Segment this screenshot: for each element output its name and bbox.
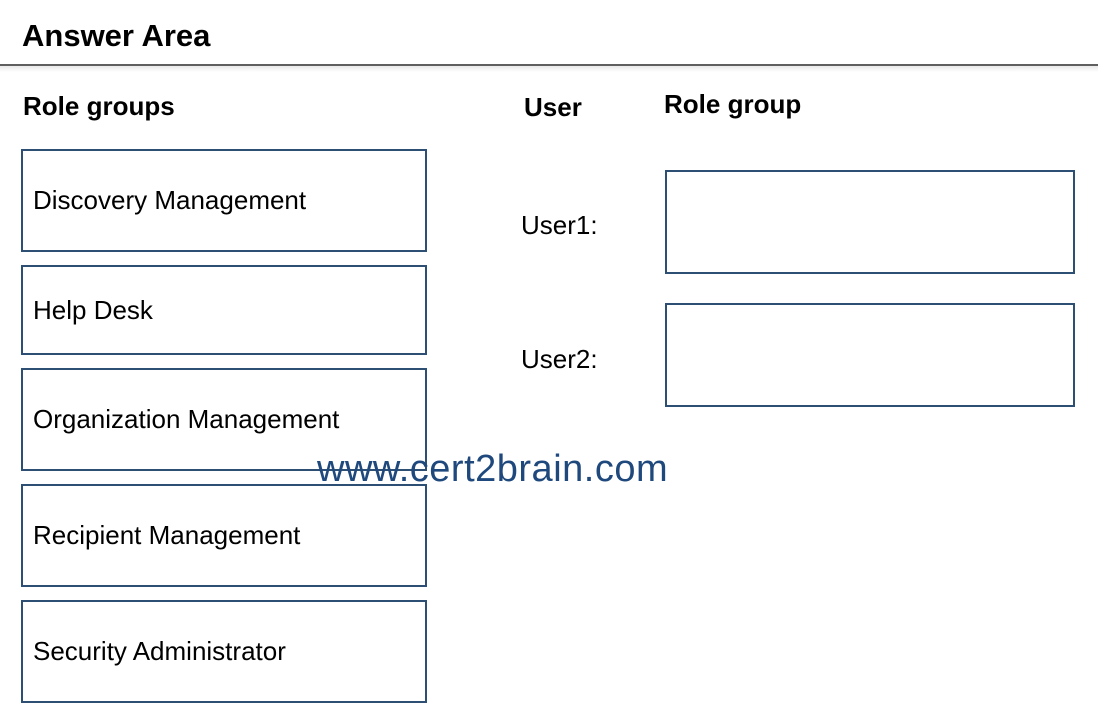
role-group-label: Help Desk: [33, 294, 153, 325]
role-group-label: Recipient Management: [33, 520, 301, 550]
role-group-label: Security Administrator: [33, 636, 286, 666]
user1-role-group-drop-target[interactable]: [665, 170, 1075, 274]
user-heading: User: [524, 92, 582, 122]
role-groups-heading: Role groups: [23, 91, 175, 121]
user1-label: User1:: [521, 210, 598, 240]
role-group-label: Organization Management: [33, 404, 340, 434]
user2-label: User2:: [521, 344, 598, 374]
role-group-discovery-management[interactable]: Discovery Management: [21, 149, 427, 252]
watermark-text: www.cert2brain.com: [317, 448, 669, 490]
role-group-security-administrator[interactable]: Security Administrator: [21, 600, 427, 703]
user2-role-group-drop-target[interactable]: [665, 303, 1075, 407]
header-divider: [0, 64, 1098, 66]
role-group-recipient-management[interactable]: Recipient Management: [21, 484, 427, 587]
header-divider-shadow: [0, 66, 1098, 72]
role-group-help-desk[interactable]: Help Desk: [21, 265, 427, 355]
role-group-organization-management[interactable]: Organization Management: [21, 368, 427, 471]
role-group-label: Discovery Management: [33, 185, 307, 215]
role-group-heading: Role group: [664, 89, 802, 119]
answer-area-title: Answer Area: [22, 18, 211, 53]
